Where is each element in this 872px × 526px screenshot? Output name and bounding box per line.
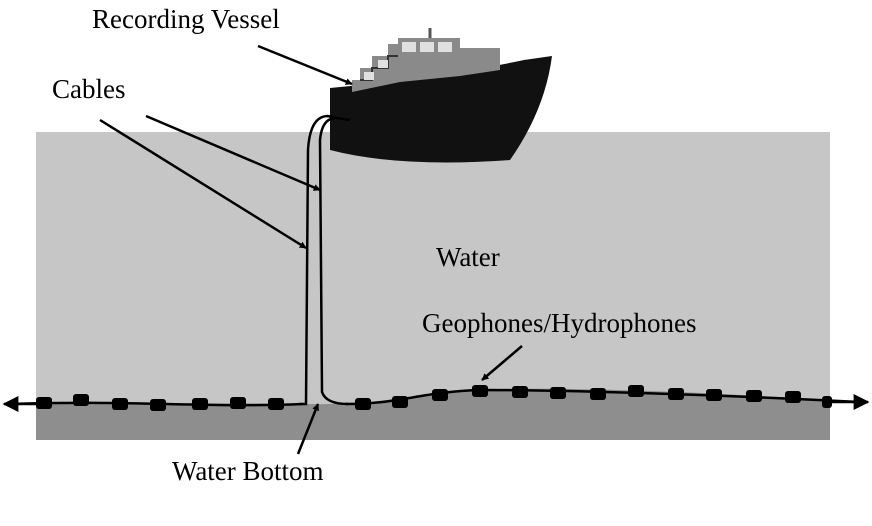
sensor-node: [112, 398, 128, 410]
sensor-node: [355, 398, 371, 410]
sensor-node: [392, 396, 408, 408]
cables: [300, 114, 351, 406]
sensor-node: [432, 389, 448, 401]
sensor-nodes: [36, 385, 832, 411]
sensor-node: [512, 386, 528, 398]
sensor-node: [628, 385, 644, 397]
pointer-arrows: [99, 44, 523, 455]
sensor-node: [36, 397, 52, 409]
vessel-label: Recording Vessel: [92, 4, 280, 34]
sensor-node: [706, 389, 722, 401]
sensor-node: [785, 391, 801, 403]
cables-label: Cables: [52, 74, 126, 104]
bottom-label: Water Bottom: [172, 456, 324, 486]
cable-right: [318, 116, 351, 406]
seabed-region: [36, 388, 830, 440]
sensor-node: [590, 388, 606, 400]
water-region: [36, 132, 830, 404]
sensor-line: [2, 385, 870, 412]
sensor-node: [746, 390, 762, 402]
cables-pointer-arrow-upper: [145, 114, 321, 192]
sensor-node: [668, 388, 684, 400]
cable-left: [300, 114, 337, 406]
sensor-node: [268, 398, 284, 410]
sensor-node: [192, 398, 208, 410]
sensor-node: [550, 387, 566, 399]
sensor-node: [472, 385, 488, 397]
sensor-node: [822, 396, 832, 408]
recording-vessel-icon: [330, 28, 552, 163]
bottom-pointer-arrow: [296, 403, 320, 455]
sensor-node: [150, 399, 166, 411]
cables-pointer-arrow-lower: [99, 118, 307, 250]
water-label: Water: [436, 242, 500, 272]
sensors-pointer-arrow: [481, 345, 523, 381]
sensor-node: [230, 397, 246, 409]
sensors-label: Geophones/Hydrophones: [422, 308, 696, 338]
vessel-pointer-arrow: [257, 44, 353, 86]
sensor-node: [73, 394, 89, 406]
